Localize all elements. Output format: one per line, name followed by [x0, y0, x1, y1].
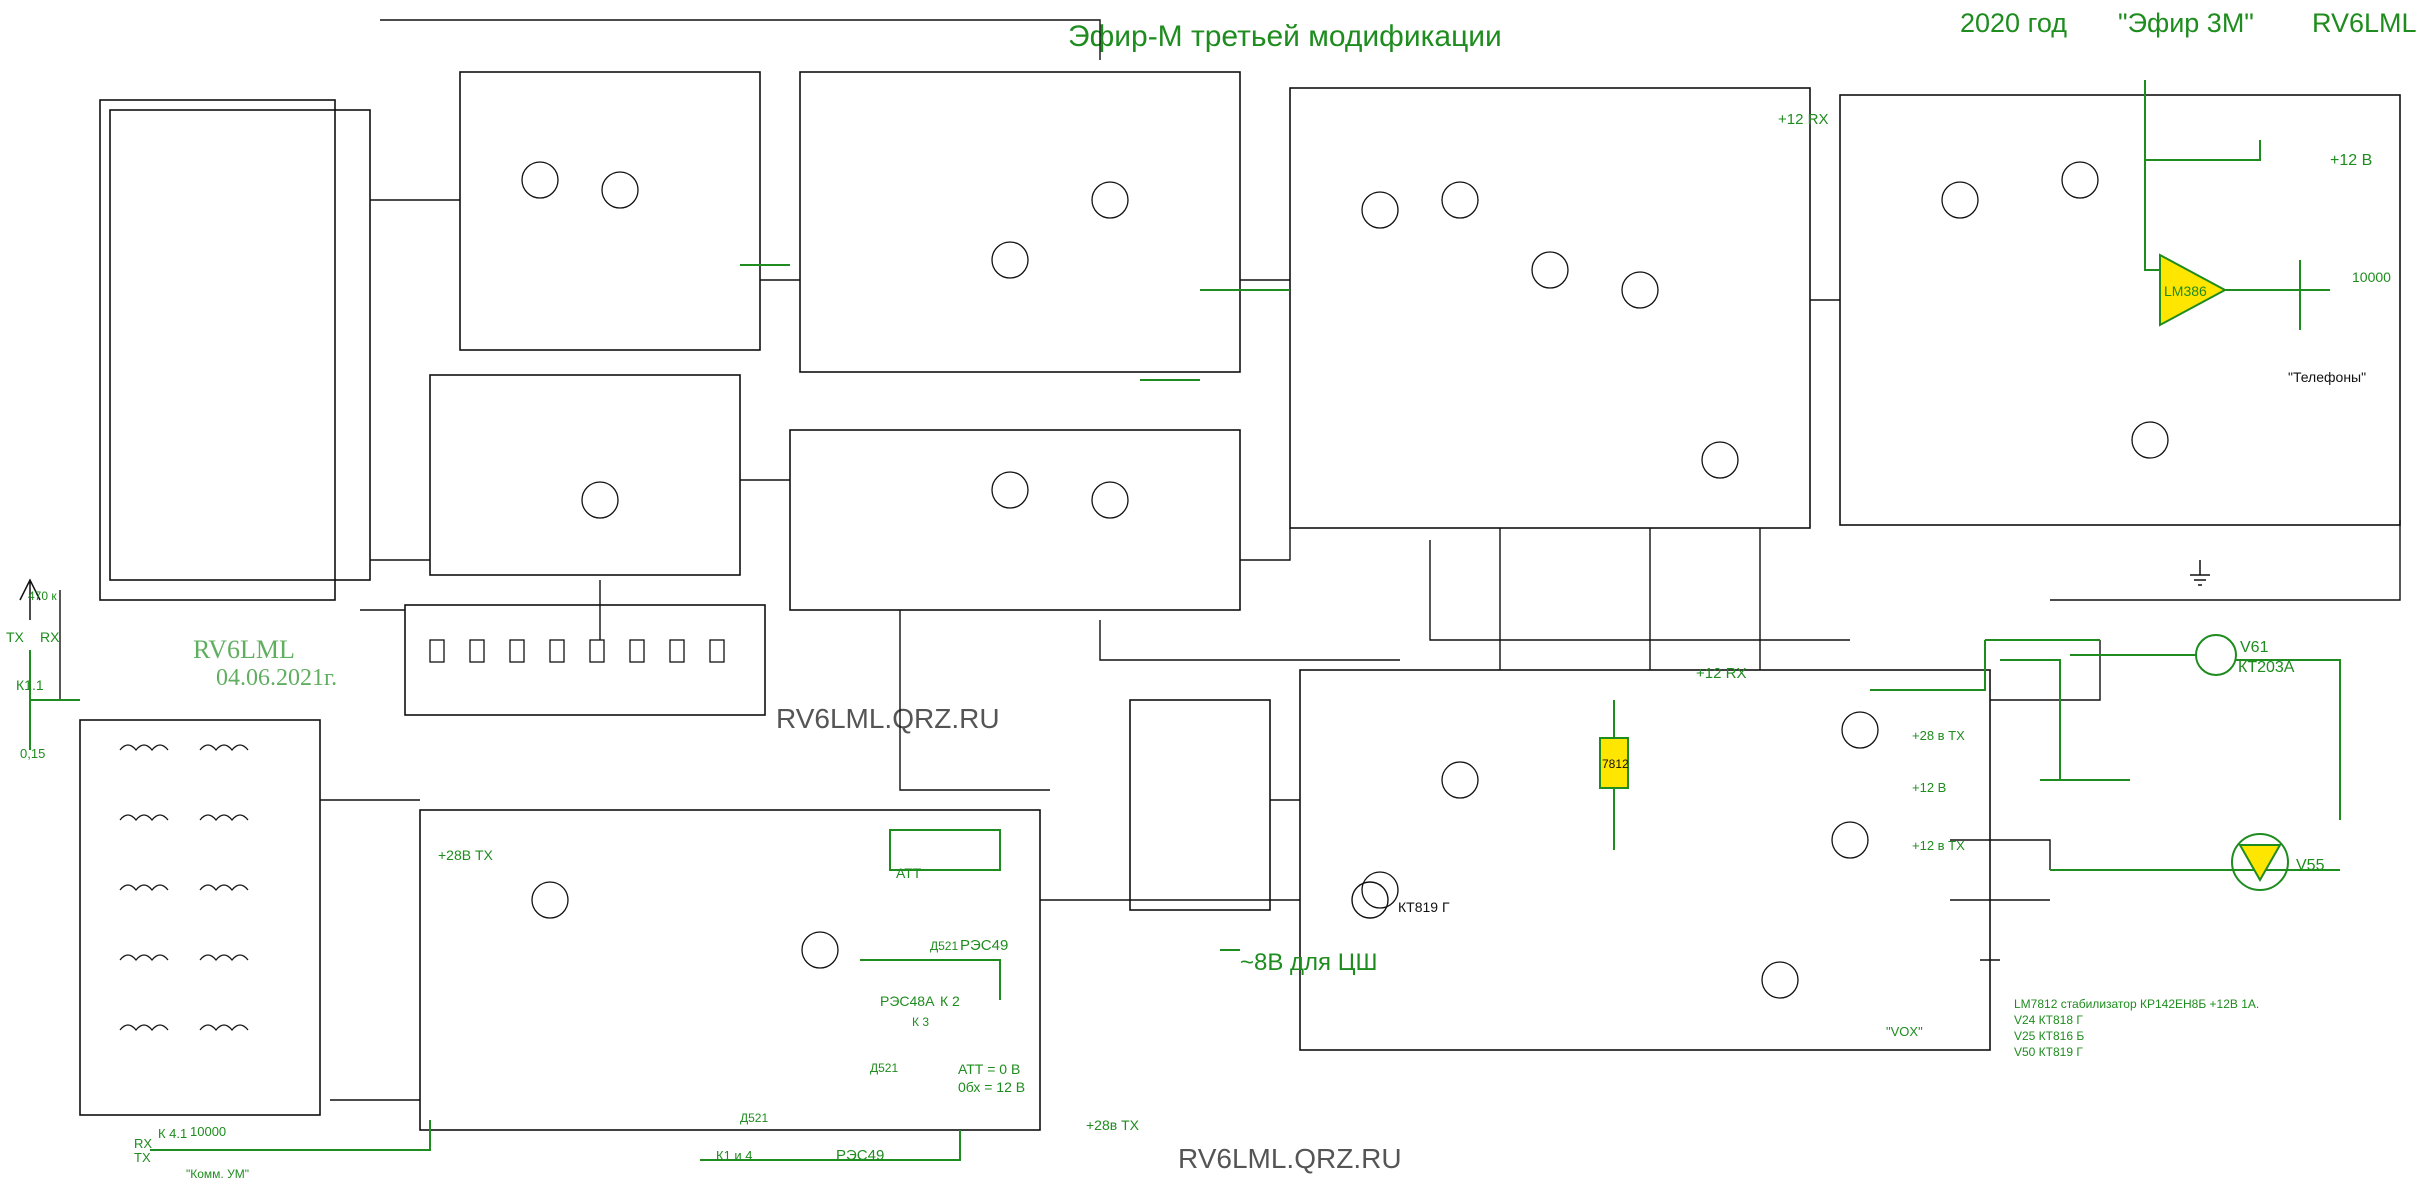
psu-transformer [1129, 699, 1271, 911]
rez49-top: РЭС49 [960, 937, 1008, 954]
band-filter-outline [99, 99, 336, 601]
driver-block-a5 [419, 809, 1041, 1131]
model-label: "Эфир 3М" [2118, 8, 2254, 38]
antenna-mods: 470 к TX RX К1.1 0,15 RX TX К 4.1 10000 … [6, 578, 431, 1181]
d521-mid: Д521 [870, 1061, 898, 1075]
v50-label: КТ819 Г [1398, 899, 1450, 915]
note-line-4: V50 КТ819 Г [2014, 1045, 2083, 1059]
kt203a-label: КТ203А [2238, 659, 2295, 676]
band-filter-block [109, 109, 371, 581]
watermark-lower: RV6LML.QRZ.RU [1178, 1143, 1402, 1174]
c10000-label: 10000 [190, 1124, 226, 1139]
c-10000-right-label: 10000 [2352, 269, 2391, 285]
comm-um-label: "Комм. УМ" [186, 1167, 249, 1181]
plus12-tx-label: +12 в ТХ [1912, 838, 1965, 853]
vcc-12v-label: +12 В [2330, 152, 2372, 169]
plus28-tx-left: +28В ТХ [438, 847, 494, 863]
rx-label-low: RX [134, 1136, 152, 1151]
if-af-board-right [1839, 94, 2401, 526]
att-note-2: 0бх = 12 В [958, 1079, 1025, 1095]
lm386-amplifier: LM386 +12 В 10000 [2144, 80, 2391, 330]
crystal-row [429, 639, 725, 663]
osc-block [799, 71, 1241, 373]
lpf-block-a1 [79, 719, 321, 1116]
plus12-right-label: +12 В [1912, 780, 1946, 795]
rx-label-top: RX [40, 629, 60, 645]
antenna-icon [19, 578, 41, 620]
vox-label: "VOX" [1886, 1024, 1923, 1039]
psu-block-a10 [1299, 669, 1991, 1051]
rez48a-label: РЭС48А [880, 993, 935, 1009]
lpf-coils [119, 744, 249, 1032]
plus28-tx-low: +28в ТХ [1086, 1117, 1140, 1133]
callsign-label: RV6LML [2312, 8, 2417, 38]
green-wiring [740, 264, 2130, 951]
k2-label: К 2 [940, 993, 960, 1009]
year-label: 2020 год [1960, 8, 2067, 38]
note-line-3: V25 КТ816 Б [2014, 1029, 2084, 1043]
note-line-2: V24 КТ818 Г [2014, 1013, 2083, 1027]
note-line-1: LM7812 стабилизатор КР142ЕН8Б +12В 1А. [2014, 997, 2259, 1011]
watermark-upper: RV6LML.QRZ.RU [776, 703, 1000, 734]
component-marks [521, 161, 2169, 999]
att-label: АТТ [896, 865, 922, 881]
rez49-low: РЭС49 [836, 1147, 884, 1164]
plus28-tx-right-label: +28 в ТХ [1912, 728, 1965, 743]
ant-res-label: 470 к [28, 589, 57, 603]
d521-low: Д521 [740, 1111, 768, 1125]
reg7812: 7812 [1599, 700, 1629, 850]
v55-label: V55 [2296, 857, 2325, 874]
c62-label: 0,15 [20, 746, 45, 761]
k1k4-label: К1 и 4 [716, 1148, 753, 1163]
plus12rx-label: +12 RX [1778, 111, 1828, 128]
author-signature: RV6LML [193, 635, 295, 664]
reg7812-label: 7812 [1602, 757, 1629, 771]
relay-mods: АТТ РЭС49 Д521 К 2 РЭС48А К 3 Д521 АТТ =… [438, 829, 1140, 1164]
k3-label: К 3 [912, 1015, 929, 1029]
ground-icon [2190, 560, 2210, 586]
date-signature: 04.06.2021г. [216, 665, 337, 691]
block-a6 [429, 374, 741, 576]
plus12rx-label-2: +12 RX [1696, 665, 1746, 682]
phones-label: "Телефоны" [2288, 369, 2366, 385]
lm386-label: LM386 [2164, 283, 2207, 299]
v50-circuit: КТ819 Г ~8В для ЦШ [1240, 881, 1450, 976]
v61-circuit: V61 КТ203А V55 [2050, 634, 2341, 891]
d521-top: Д521 [930, 939, 958, 953]
ac8v-label: ~8В для ЦШ [1240, 949, 1377, 976]
crystal-block [404, 604, 766, 716]
black-wiring [59, 19, 2401, 1101]
if-af-board [1289, 87, 1811, 529]
v61-label: V61 [2240, 639, 2269, 656]
tx-label-low: TX [134, 1150, 151, 1165]
block-a8 [789, 429, 1241, 611]
schematic-title: Эфир-М третьей модификации [1068, 20, 1502, 53]
k41-label: К 4.1 [158, 1126, 187, 1141]
mixer-block-a4 [459, 71, 761, 351]
tx-label-top: TX [6, 629, 25, 645]
att-note-1: АТТ = 0 В [958, 1061, 1020, 1077]
